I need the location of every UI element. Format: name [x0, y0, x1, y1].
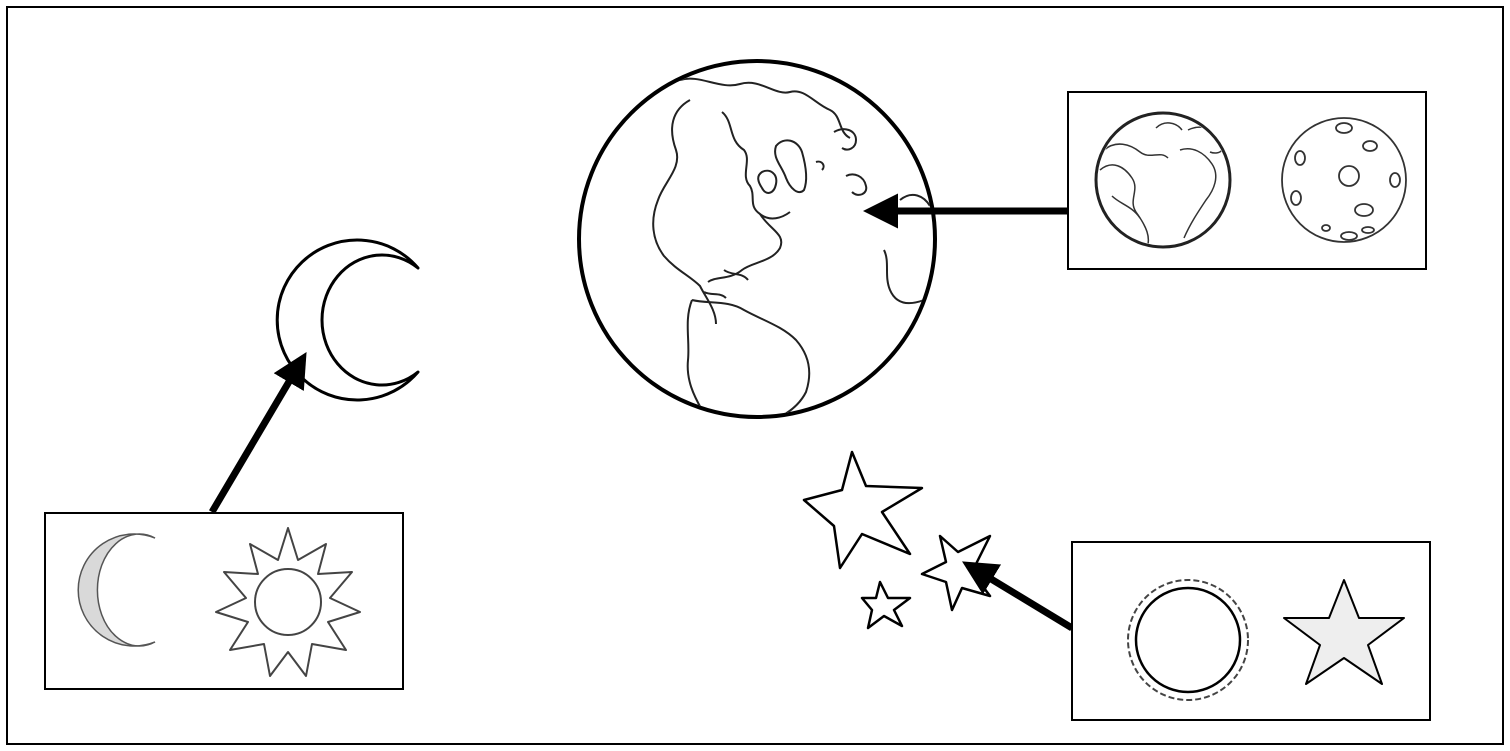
- arrow-to-stars: [962, 561, 1074, 631]
- star-icon[interactable]: [1283, 579, 1405, 685]
- earth-globe-icon[interactable]: [1094, 111, 1232, 250]
- choice-box-bottom-right[interactable]: [1071, 541, 1431, 721]
- large-star: [802, 450, 924, 570]
- cratered-moon-icon[interactable]: [1281, 117, 1407, 243]
- arrows: [208, 193, 1074, 631]
- crescent-moon-icon[interactable]: [77, 533, 156, 647]
- stars-cluster-icon: [802, 450, 992, 630]
- small-star: [860, 580, 912, 630]
- sun-icon[interactable]: [1127, 579, 1249, 701]
- choice-box-left[interactable]: [44, 512, 404, 690]
- medium-star: [920, 534, 992, 612]
- choice-box-top-right[interactable]: [1067, 91, 1427, 270]
- arrow-to-moon: [208, 351, 307, 514]
- sun-icon[interactable]: [215, 527, 361, 677]
- earth-globe-icon: [577, 59, 937, 419]
- crescent-moon-icon: [275, 238, 420, 402]
